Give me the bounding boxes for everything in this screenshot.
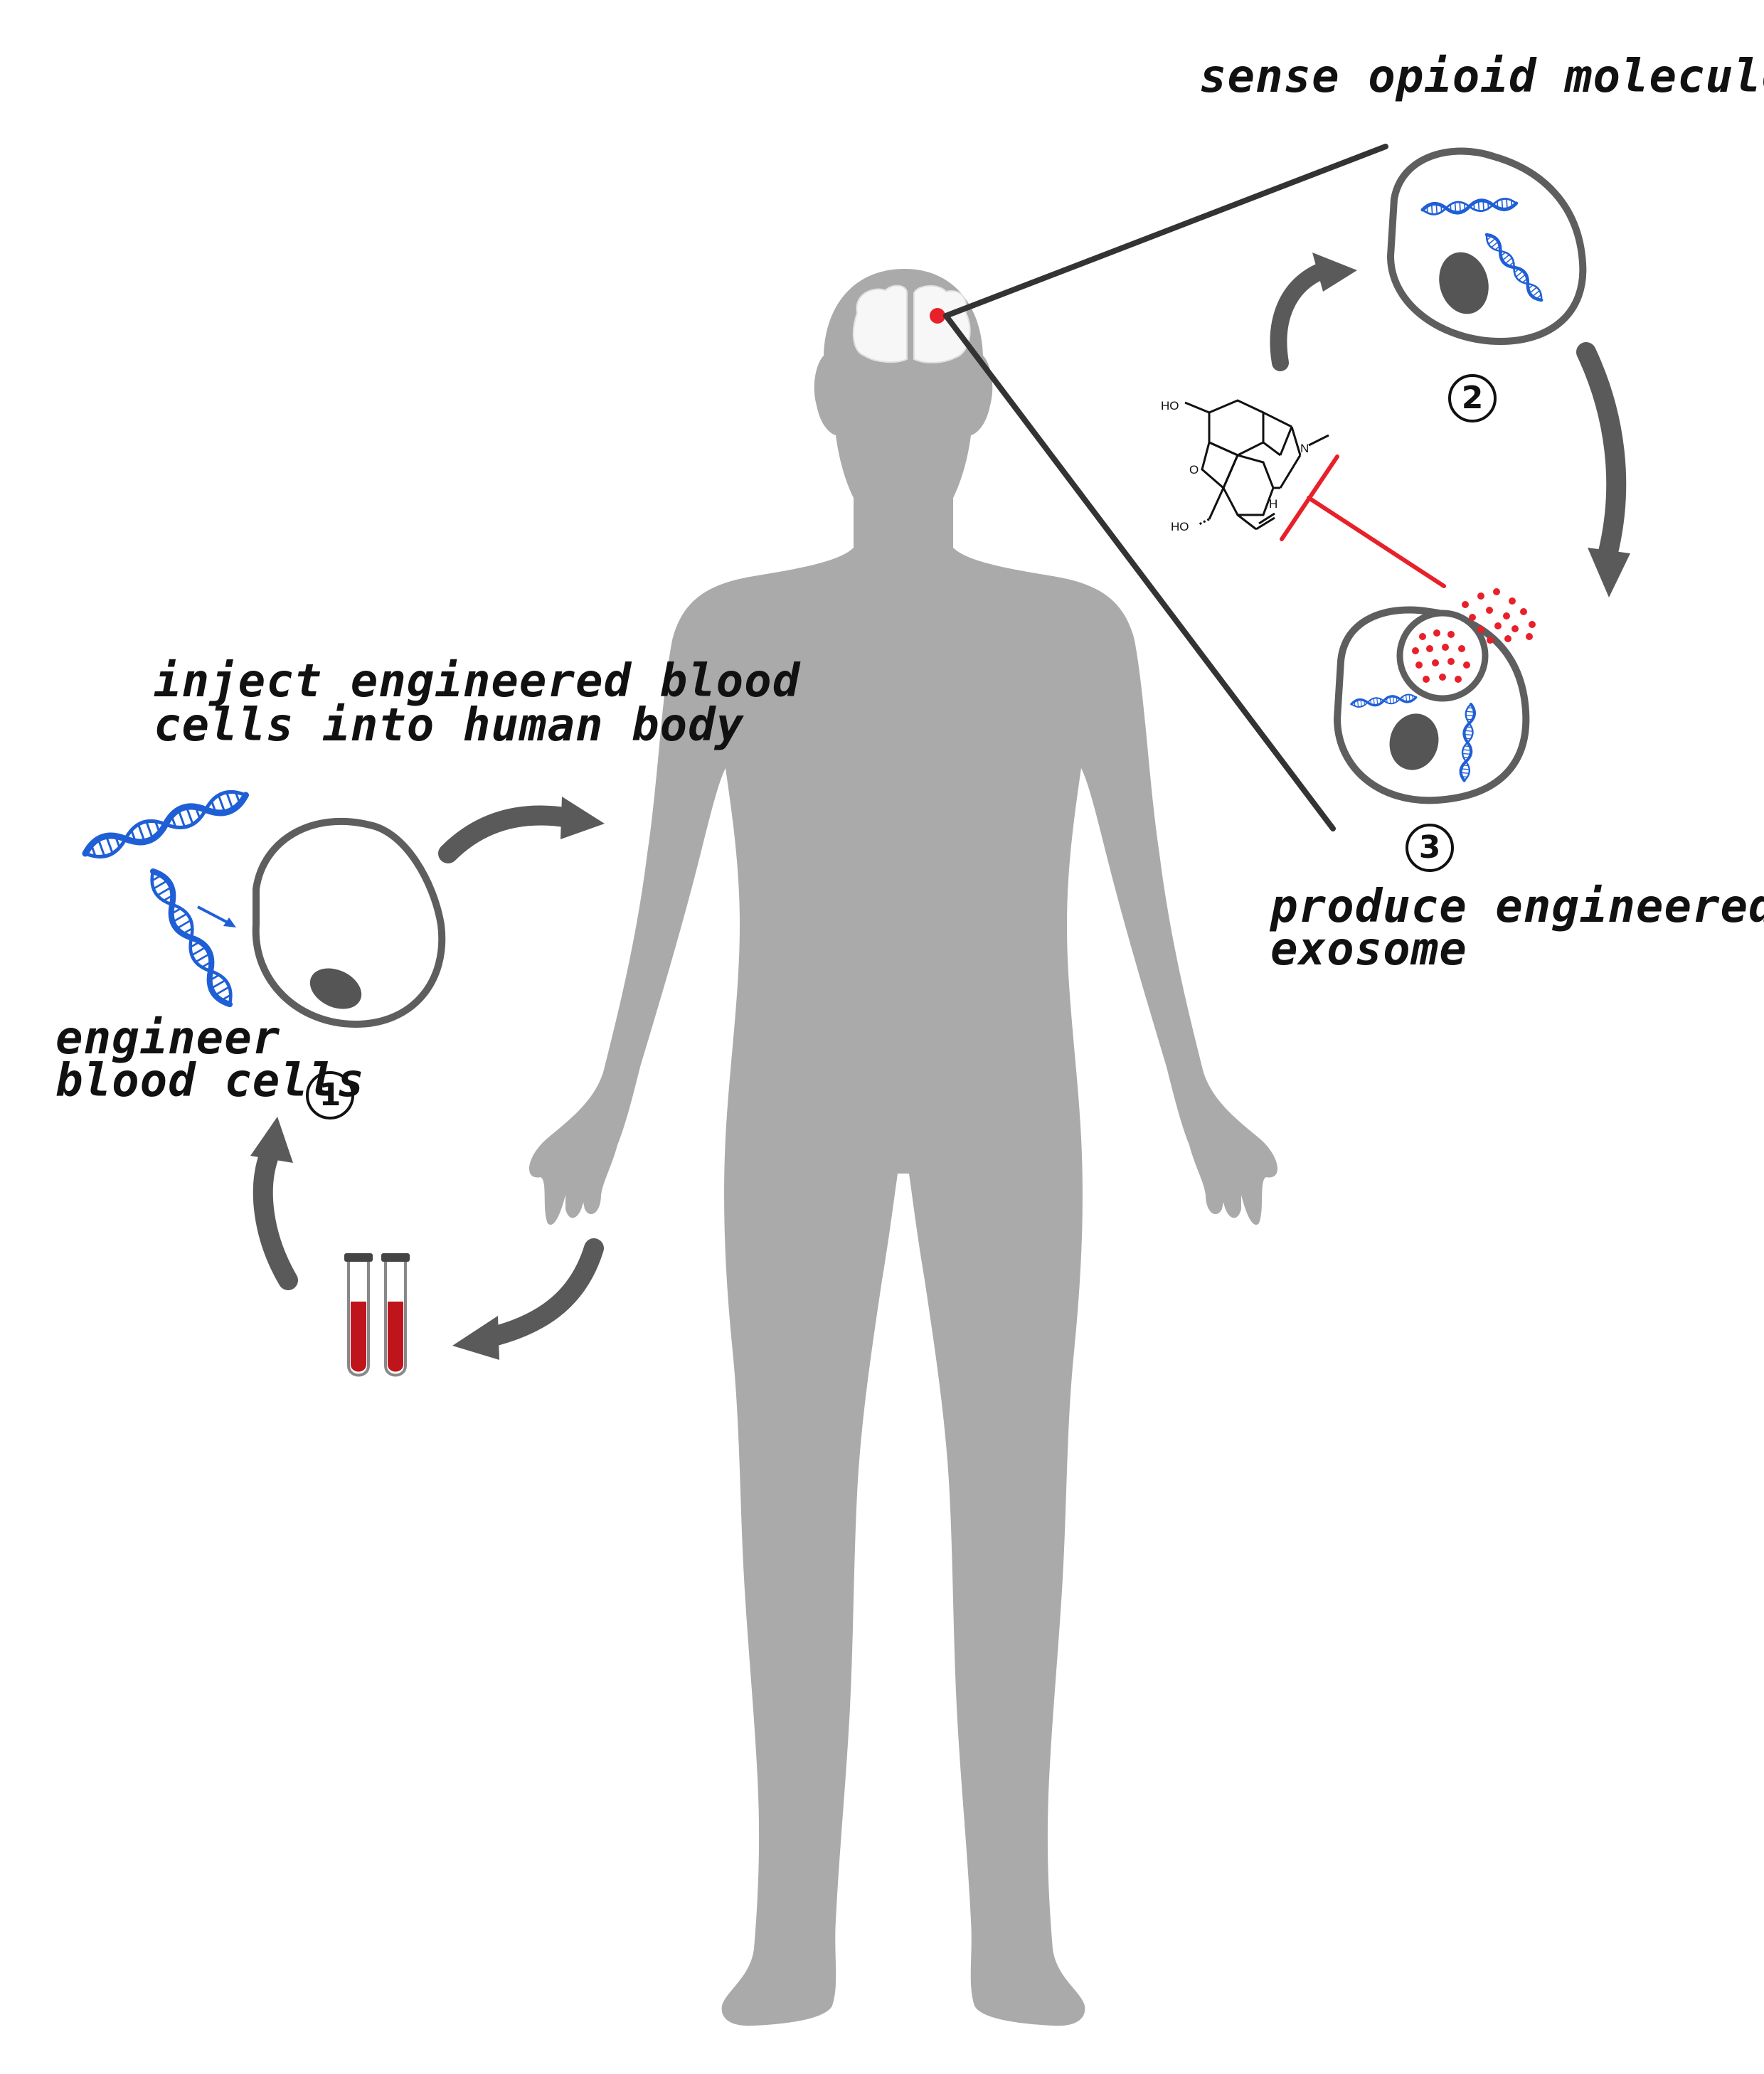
dna-arrow xyxy=(197,905,236,927)
cell-1-nucleus xyxy=(309,968,362,1009)
morphine-h: H xyxy=(1269,497,1277,511)
label-produce-line1: produce engineered xyxy=(1270,881,1764,933)
dna-icon-1 xyxy=(82,786,249,862)
step-number-1: 1 xyxy=(306,1071,354,1120)
cell-1 xyxy=(252,817,446,1028)
blood-tube-right xyxy=(381,1253,410,1377)
arrow-cell1-to-body xyxy=(438,797,605,863)
dna-icon-2 xyxy=(145,867,237,1009)
morphine-n: N xyxy=(1300,442,1309,455)
arrow-tubes-to-cell1 xyxy=(250,1117,298,1290)
step-number-2: 2 xyxy=(1448,374,1497,422)
morphine-structure xyxy=(1184,399,1329,531)
label-inject-line1: inject engineered blood xyxy=(154,655,801,708)
label-sense-opioid: sense opioid molecules xyxy=(1199,50,1764,103)
morphine-labels: HO O N H HO xyxy=(1161,399,1309,533)
exosome-particles xyxy=(1412,588,1536,683)
label-engineer-line1: engineer xyxy=(55,1012,281,1065)
morphine-ho-top: HO xyxy=(1161,399,1179,413)
morphine-o: O xyxy=(1189,463,1199,477)
blood-tubes xyxy=(344,1253,410,1377)
zoom-line-top xyxy=(943,144,1388,319)
brain-target-dot xyxy=(930,308,945,324)
cell-2-nucleus xyxy=(1439,252,1489,314)
zoom-line-bottom xyxy=(943,313,1336,831)
label-produce-line2: exosome xyxy=(1270,923,1467,976)
human-silhouette xyxy=(528,269,1278,2026)
blood-tube-left xyxy=(344,1253,373,1377)
arrow-cell2-to-cell3 xyxy=(1576,342,1630,597)
arrow-morphine-to-cell2 xyxy=(1270,252,1357,371)
arrow-body-to-tubes xyxy=(452,1238,604,1360)
brain xyxy=(852,284,971,363)
morphine-ho-bottom: HO xyxy=(1171,520,1189,533)
exosome-vesicle xyxy=(1396,610,1489,702)
cell-3 xyxy=(1333,606,1530,804)
cell-3-nucleus xyxy=(1389,713,1439,770)
cell-2 xyxy=(1386,147,1587,346)
step-number-3: 3 xyxy=(1406,824,1454,872)
inhibition-arrow xyxy=(1280,454,1446,588)
label-inject-line2: cells into human body xyxy=(154,699,745,752)
